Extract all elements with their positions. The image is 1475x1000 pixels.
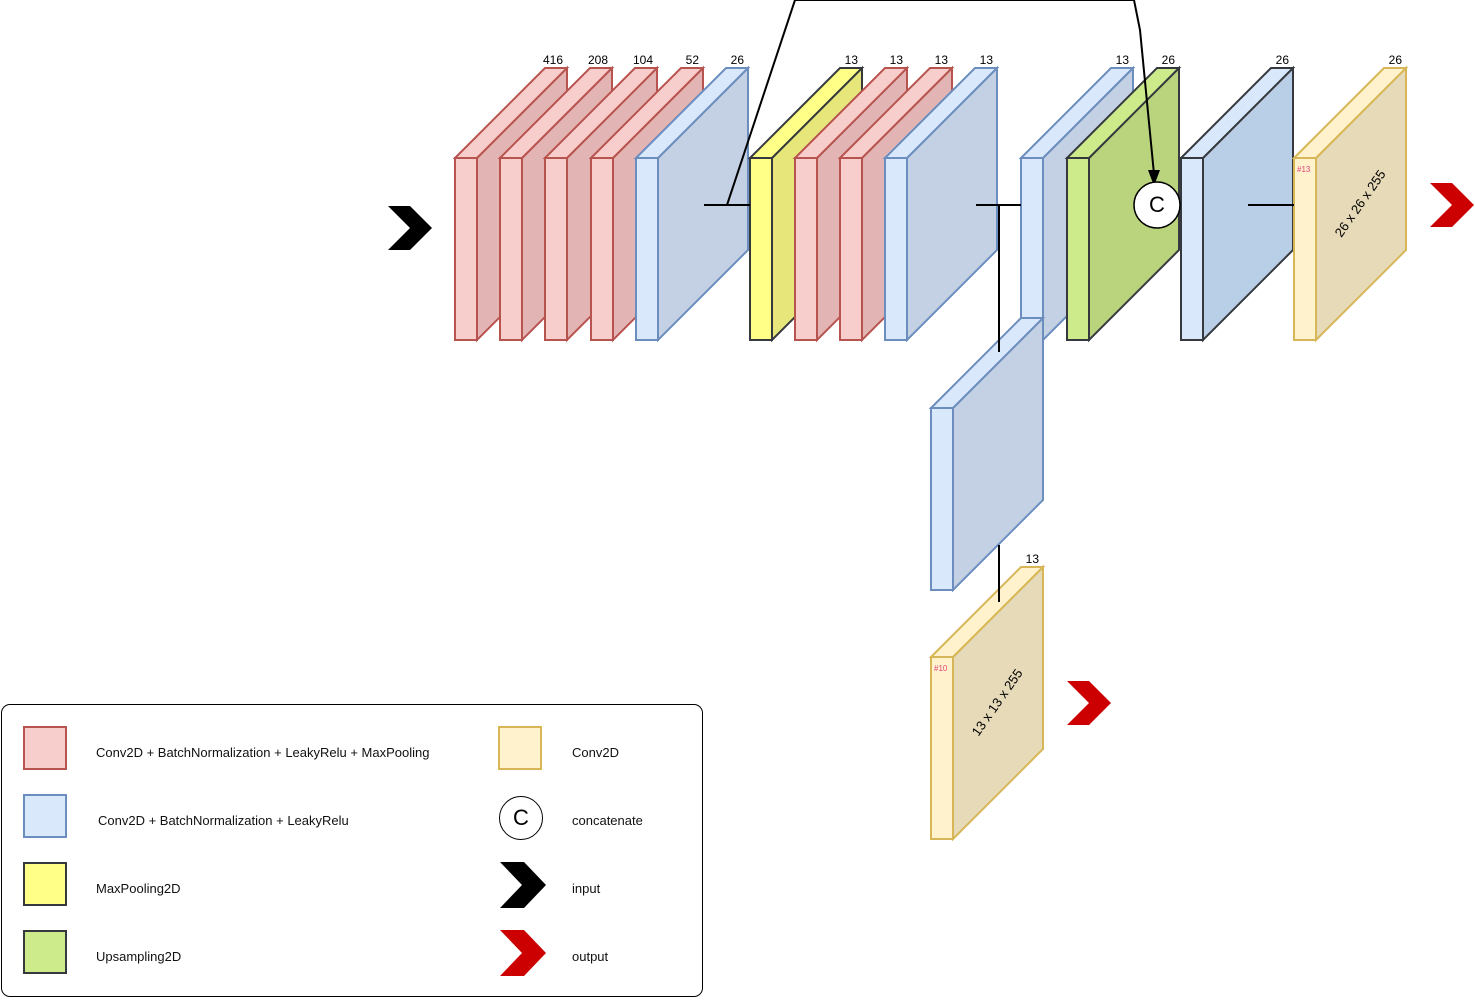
layer-size-label: 26 bbox=[731, 53, 745, 67]
layer-size-label: 26 bbox=[1276, 53, 1290, 67]
legend-label-orange: Conv2D bbox=[572, 745, 619, 760]
layer-size-label: 13 bbox=[890, 53, 904, 67]
layer-blue-4: 26 bbox=[633, 53, 751, 343]
layer-front-face bbox=[794, 157, 818, 341]
output-chevron-icon bbox=[1430, 183, 1474, 227]
input-chevron-icon bbox=[388, 206, 432, 250]
legend-label-input: input bbox=[572, 881, 601, 896]
concat-symbol: C bbox=[1149, 192, 1165, 217]
legend-concat-icon: C bbox=[499, 796, 543, 840]
output-chevron-icon bbox=[1067, 681, 1111, 725]
concat-node: C bbox=[1133, 181, 1181, 229]
layer-front-face bbox=[499, 157, 523, 341]
layer-blue-13 bbox=[928, 315, 1046, 593]
layer-size-label: 13 bbox=[935, 53, 949, 67]
layer-front-face bbox=[590, 157, 614, 341]
layer-size-label: 208 bbox=[588, 53, 608, 67]
layer-front-face bbox=[839, 157, 863, 341]
layer-size-label: 26 bbox=[1162, 53, 1176, 67]
layer-size-label: 416 bbox=[543, 53, 563, 67]
layer-size-label: 52 bbox=[686, 53, 700, 67]
layer-size-label: 13 bbox=[980, 53, 994, 67]
layer-front-face bbox=[749, 157, 773, 341]
skip-connection-arrowhead bbox=[1148, 170, 1160, 186]
layer-blue-8: 13 bbox=[882, 53, 1000, 343]
layer-front-face bbox=[930, 656, 954, 840]
legend-swatch-blue bbox=[23, 794, 67, 838]
legend: Conv2D + BatchNormalization + LeakyRelu … bbox=[1, 704, 703, 997]
layer-tag: #10 bbox=[934, 664, 948, 673]
layer-front-face bbox=[1293, 157, 1317, 341]
layer-front-face bbox=[1020, 157, 1044, 341]
concat-circle bbox=[1133, 181, 1181, 229]
layer-size-label: 104 bbox=[633, 53, 653, 67]
layer-front-face bbox=[884, 157, 908, 341]
layer-front-face bbox=[1066, 157, 1090, 341]
layer-front-face bbox=[1180, 157, 1204, 341]
layer-size-label: 26 bbox=[1389, 53, 1403, 67]
skip-connection-line bbox=[726, 0, 1155, 206]
legend-input-chevron-icon bbox=[500, 862, 546, 908]
legend-swatch-red bbox=[23, 726, 67, 770]
layer-size-label: 13 bbox=[845, 53, 859, 67]
legend-swatch-green bbox=[23, 930, 67, 974]
legend-label-output: output bbox=[572, 949, 609, 964]
layer-dblue-11: 26 bbox=[1178, 53, 1296, 343]
legend-swatch-orange bbox=[498, 726, 542, 770]
layer-front-face bbox=[454, 157, 478, 341]
layer-size-label: 13 bbox=[1116, 53, 1130, 67]
legend-output-chevron-icon bbox=[500, 930, 546, 976]
legend-label-red: Conv2D + BatchNormalization + LeakyRelu … bbox=[96, 745, 430, 760]
layer-front-face bbox=[930, 407, 954, 591]
legend-label-blue: Conv2D + BatchNormalization + LeakyRelu bbox=[98, 813, 349, 828]
legend-swatch-yellow bbox=[23, 862, 67, 906]
layer-front-face bbox=[544, 157, 568, 341]
layer-size-label: 13 bbox=[1026, 552, 1040, 566]
legend-label-yellow: MaxPooling2D bbox=[96, 881, 181, 896]
legend-label-concat: concatenate bbox=[572, 813, 643, 828]
layer-front-face bbox=[635, 157, 659, 341]
legend-label-green: Upsampling2D bbox=[96, 949, 182, 964]
connectors: C bbox=[388, 0, 1474, 725]
layer-tag: #13 bbox=[1297, 165, 1311, 174]
